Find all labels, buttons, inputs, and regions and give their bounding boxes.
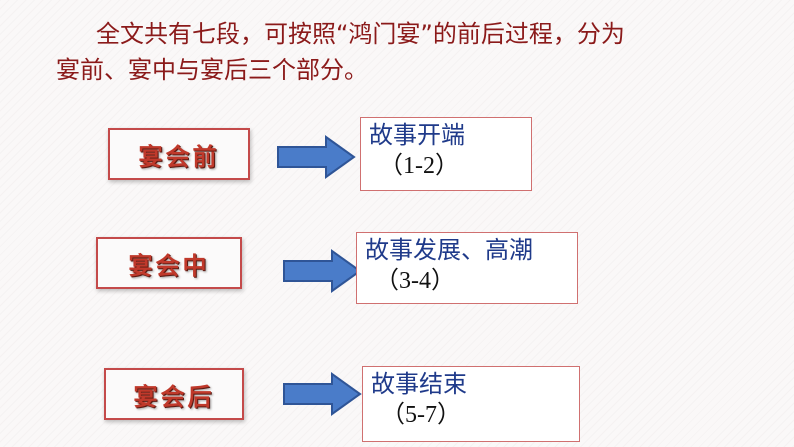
stage-before-banquet: 宴会前 bbox=[108, 128, 250, 180]
stage-label: 宴会中 bbox=[128, 250, 210, 280]
stage-after-banquet: 宴会后 bbox=[104, 368, 244, 420]
stage-label: 宴会后 bbox=[133, 381, 215, 411]
stage-detail-box: 故事开端 （1-2） bbox=[360, 117, 532, 191]
stage-label: 宴会前 bbox=[138, 141, 220, 171]
stage-during-banquet: 宴会中 bbox=[96, 237, 242, 289]
intro-line-2: 宴前、宴中与宴后三个部分。 bbox=[56, 56, 368, 84]
stage-title: 故事发展、高潮 bbox=[365, 236, 533, 264]
paragraph-range: （3-4） bbox=[375, 268, 455, 294]
intro-line-1: 全文共有七段，可按照“鸿门宴”的前后过程，分为 bbox=[96, 20, 625, 48]
right-arrow-icon bbox=[283, 249, 362, 293]
intro-paragraph: 全文共有七段，可按照“鸿门宴”的前后过程，分为 宴前、宴中与宴后三个部分。 bbox=[56, 16, 776, 88]
stage-title: 故事结束 bbox=[371, 370, 467, 398]
stage-title: 故事开端 bbox=[369, 121, 465, 149]
stage-detail-box: 故事发展、高潮 （3-4） bbox=[356, 232, 578, 304]
stage-detail-box: 故事结束 （5-7） bbox=[362, 366, 580, 442]
paragraph-range: （5-7） bbox=[381, 402, 461, 428]
paragraph-range: （1-2） bbox=[379, 153, 459, 179]
right-arrow-icon bbox=[283, 372, 362, 416]
right-arrow-icon bbox=[277, 135, 356, 179]
